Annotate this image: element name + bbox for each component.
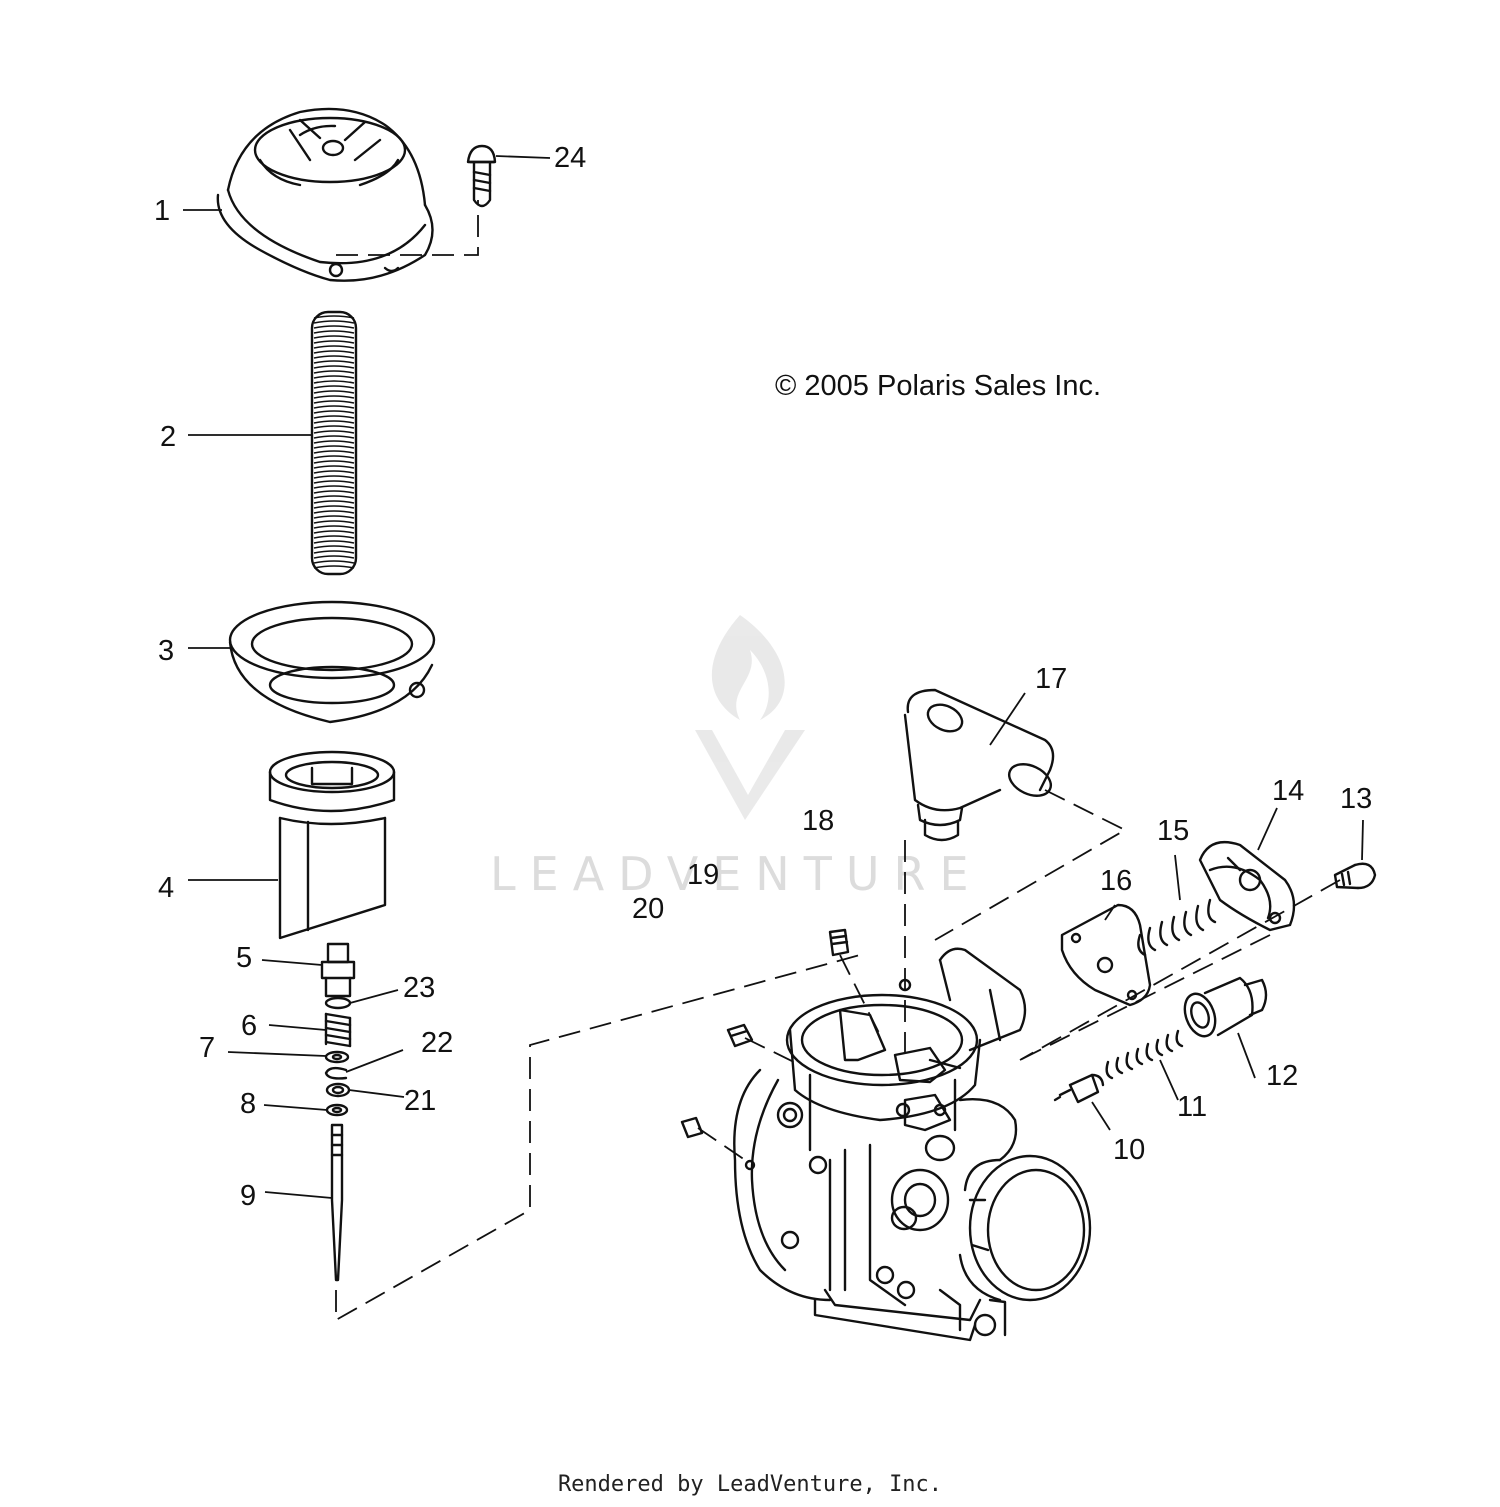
part-23-ring: [324, 996, 352, 1010]
callout-24: 24: [554, 142, 586, 174]
callout-6: 6: [241, 1010, 257, 1042]
part-15-spring: [1137, 898, 1217, 957]
callout-18: 18: [802, 805, 834, 837]
callout-23: 23: [403, 972, 435, 1004]
callout-7: 7: [199, 1032, 215, 1064]
callout-1: 1: [154, 195, 170, 227]
part-17-elbow-hose: [903, 688, 1055, 842]
callout-2: 2: [160, 421, 176, 453]
part-8-washer: [325, 1103, 349, 1117]
watermark-logo: [695, 615, 805, 820]
callout-20: 20: [632, 893, 664, 925]
part-18-jet: [828, 928, 850, 957]
part-12-fitting: [1183, 976, 1268, 1038]
part-7-washer: [324, 1050, 350, 1064]
callout-12: 12: [1266, 1060, 1298, 1092]
copyright-notice: © 2005 Polaris Sales Inc.: [775, 370, 1101, 402]
callout-5: 5: [236, 942, 252, 974]
callout-17: 17: [1035, 663, 1067, 695]
part-5-needle-holder: [320, 942, 356, 998]
callout-21: 21: [404, 1085, 436, 1117]
part-20-screw: [680, 1116, 704, 1139]
callout-16: 16: [1100, 865, 1132, 897]
watermark-text: LEADVENTURE: [490, 847, 983, 901]
callout-15: 15: [1157, 815, 1189, 847]
part-6-small-spring: [324, 1012, 352, 1048]
part-24-screw: [466, 144, 497, 208]
part-10-plunger: [1053, 1073, 1105, 1104]
footer-credit: Rendered by LeadVenture, Inc.: [557, 1472, 943, 1497]
part-13-screw: [1333, 862, 1377, 890]
part-3-diaphragm: [228, 600, 436, 724]
part-21-washer: [325, 1082, 351, 1098]
callout-4: 4: [158, 872, 174, 904]
callout-22: 22: [421, 1027, 453, 1059]
part-4-slide: [268, 750, 396, 940]
part-2-spring: [310, 310, 358, 576]
callout-9: 9: [240, 1180, 256, 1212]
part-11-spring: [1105, 1029, 1184, 1080]
part-9-jet-needle: [330, 1123, 344, 1282]
part-2-spring-coils: [313, 315, 355, 569]
callout-11: 11: [1177, 1091, 1207, 1123]
assembly-dashed-lines: [335, 200, 1341, 1322]
part-19-jet: [726, 1023, 754, 1048]
part-14-cover: [1198, 840, 1296, 932]
callout-10: 10: [1113, 1134, 1145, 1166]
callout-labels: 1 2 3 4 5 6 7 8 9 10 11 12 13 14 15 16 1…: [154, 142, 1372, 1212]
callout-8: 8: [240, 1088, 256, 1120]
callout-3: 3: [158, 635, 174, 667]
leader-lines: [183, 155, 1364, 1199]
callout-19: 19: [687, 859, 719, 891]
callout-14: 14: [1272, 775, 1304, 807]
part-22-clip: [324, 1066, 348, 1080]
callout-13: 13: [1340, 783, 1372, 815]
part-1-top-cover: [216, 107, 434, 282]
carburetor-body: [733, 947, 1092, 1342]
